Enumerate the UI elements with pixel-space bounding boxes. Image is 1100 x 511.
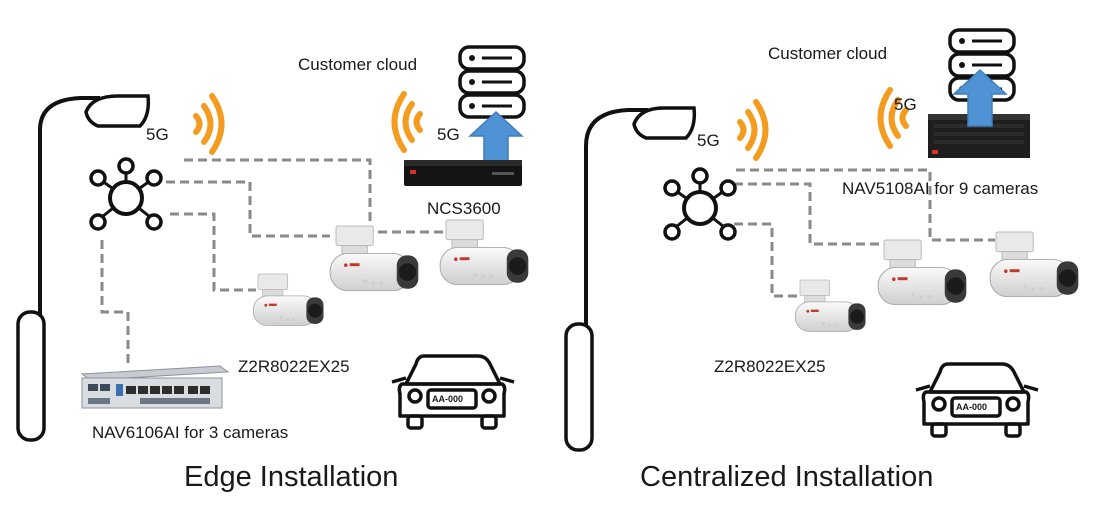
edge-camera-3-icon	[439, 219, 529, 286]
edge-pole-signal-icon	[193, 93, 225, 155]
edge-gateway-label: NCS3600	[427, 199, 501, 218]
edge-network-hub-icon	[89, 157, 163, 231]
centralized-server-5g-label: 5G	[894, 95, 917, 114]
edge-car-icon	[390, 354, 516, 430]
centralized-car-icon	[914, 362, 1040, 438]
edge-license-plate: AA-000	[432, 394, 463, 404]
centralized-network-hub-icon	[663, 167, 737, 241]
centralized-network-links	[734, 168, 995, 298]
centralized-pole-5g-label: 5G	[697, 131, 720, 150]
centralized-server-signal-icon	[877, 87, 909, 149]
centralized-license-plate: AA-000	[956, 402, 987, 412]
edge-gateway-signal-icon	[391, 91, 423, 153]
edge-network-links	[100, 158, 445, 365]
edge-camera-1-icon	[252, 273, 324, 326]
edge-cloud-server-icon	[458, 45, 526, 119]
centralized-cloud-label: Customer cloud	[768, 44, 887, 63]
edge-camera-label: Z2R8022EX25	[238, 357, 350, 376]
edge-cloud-label: Customer cloud	[298, 55, 417, 74]
centralized-server-label: NAV5108AI for 9 cameras	[842, 179, 1038, 198]
edge-controller-label: NAV6106AI for 3 cameras	[92, 423, 288, 442]
nav6106ai-controller-icon	[80, 365, 230, 409]
edge-installation-title: Edge Installation	[184, 461, 398, 493]
centralized-camera-2-icon	[877, 239, 967, 306]
edge-upload-arrow-icon	[469, 111, 523, 169]
centralized-pole-signal-icon	[737, 99, 769, 161]
centralized-street-light-icon	[564, 106, 697, 452]
edge-installation-panel: 5G Customer cloud 5G	[16, 45, 529, 493]
street-light-icon	[16, 94, 151, 442]
centralized-camera-label: Z2R8022EX25	[714, 357, 826, 376]
centralized-camera-3-icon	[989, 231, 1079, 298]
centralized-camera-1-icon	[794, 279, 866, 332]
edge-pole-5g-label: 5G	[146, 125, 169, 144]
centralized-installation-title: Centralized Installation	[640, 461, 933, 493]
ncs3600-device-icon	[404, 160, 522, 186]
edge-camera-2-icon	[329, 225, 419, 292]
edge-gateway-5g-label: 5G	[437, 125, 460, 144]
centralized-installation-panel: 5G Customer cloud 5G	[564, 28, 1079, 493]
